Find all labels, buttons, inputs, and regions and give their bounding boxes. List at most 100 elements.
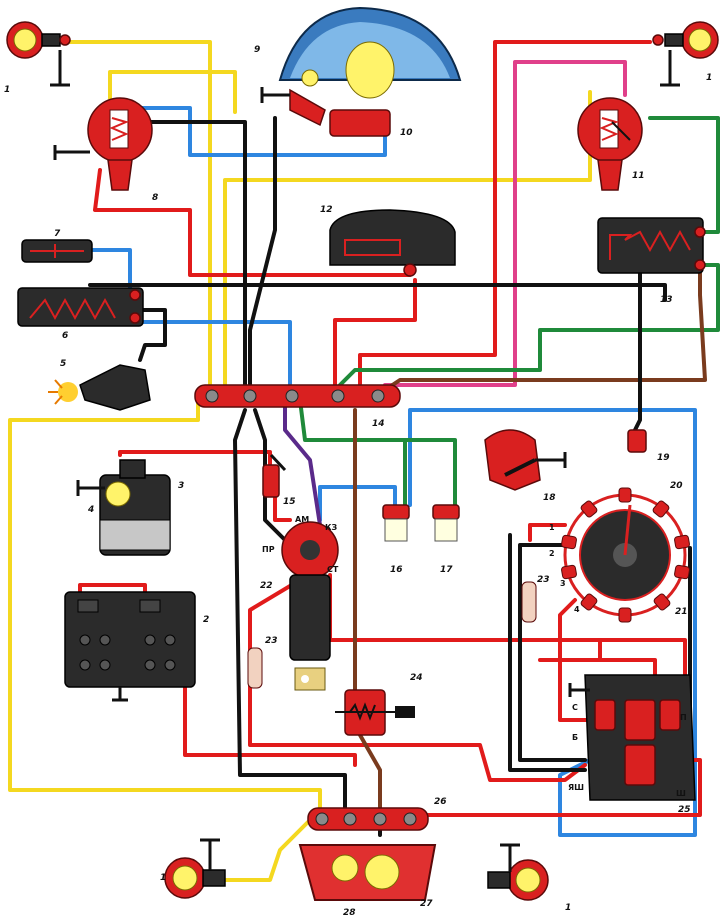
label-17: 17 bbox=[440, 565, 453, 575]
relay-24 bbox=[335, 689, 415, 736]
wire-red bbox=[538, 658, 657, 677]
wire-black bbox=[633, 268, 642, 432]
terminal-labels: АМ КЗ ПР СТ С П Б ЯШ Ш 1 2 3 4 bbox=[262, 515, 687, 798]
terminal-block-14 bbox=[194, 384, 401, 408]
terminal-kz: КЗ bbox=[325, 523, 338, 532]
indicator-lamp-16 bbox=[382, 504, 410, 542]
label-26: 26 bbox=[434, 797, 447, 807]
wire-black bbox=[138, 308, 167, 362]
label-1-bottom-right: 1 bbox=[565, 903, 571, 913]
terminal-am: АМ bbox=[295, 515, 309, 524]
label-1-top-right: 1 bbox=[706, 73, 712, 83]
tail-light-27-28 bbox=[298, 844, 437, 901]
label-1-top-left: 1 bbox=[4, 85, 10, 95]
wire-black bbox=[88, 283, 667, 302]
headlamp bbox=[260, 6, 462, 137]
label-6: 6 bbox=[62, 331, 68, 341]
label-13: 13 bbox=[660, 295, 673, 305]
terminal-st: СТ bbox=[327, 565, 339, 574]
wires bbox=[8, 40, 720, 882]
wire-yellow bbox=[108, 70, 237, 114]
wire-red bbox=[78, 583, 147, 597]
switch-18 bbox=[484, 429, 567, 491]
label-2: 2 bbox=[203, 615, 209, 625]
wire-yellow bbox=[8, 393, 322, 812]
spark-plug-5 bbox=[48, 364, 151, 411]
wire-red bbox=[183, 678, 357, 767]
label-18: 18 bbox=[543, 493, 556, 503]
terminal-sh: Ш bbox=[676, 789, 686, 798]
wire-yellow bbox=[68, 40, 212, 387]
wire-red bbox=[333, 278, 417, 397]
wire-green bbox=[358, 438, 457, 507]
wire-black bbox=[518, 543, 587, 762]
label-15: 15 bbox=[283, 497, 296, 507]
label-11: 11 bbox=[632, 171, 645, 181]
wire-red bbox=[418, 758, 702, 817]
terminal-1: 1 bbox=[549, 523, 555, 532]
label-14: 14 bbox=[372, 419, 385, 429]
wire-black bbox=[248, 116, 277, 397]
wire-yellow bbox=[223, 818, 312, 882]
wire-green bbox=[338, 263, 720, 387]
switch-8 bbox=[53, 97, 153, 191]
terminal-4: 4 bbox=[574, 605, 580, 614]
terminal-block-26 bbox=[307, 807, 429, 831]
label-1-bottom-left: 1 bbox=[160, 873, 166, 883]
label-19: 19 bbox=[657, 453, 670, 463]
distributor-20-21 bbox=[561, 487, 690, 623]
battery-2 bbox=[64, 591, 196, 702]
wire-brown bbox=[358, 733, 382, 812]
wire-red bbox=[528, 523, 567, 542]
wire-blue bbox=[318, 485, 397, 522]
element-6 bbox=[17, 287, 144, 327]
label-9: 9 bbox=[254, 45, 260, 55]
relay-12 bbox=[329, 209, 456, 277]
fuse-15 bbox=[262, 453, 287, 498]
label-10: 10 bbox=[400, 128, 413, 138]
lamp-4 bbox=[76, 480, 131, 507]
wire-red bbox=[273, 495, 292, 522]
label-23-right: 23 bbox=[537, 575, 550, 585]
label-8: 8 bbox=[152, 193, 158, 203]
label-22: 22 bbox=[260, 581, 273, 591]
wire-brown bbox=[383, 268, 707, 392]
regulator-25 bbox=[568, 674, 696, 801]
wire-purple bbox=[283, 398, 322, 527]
wire-red bbox=[558, 598, 597, 722]
turn-signal-lamp-bottom-right bbox=[487, 843, 549, 901]
terminal-3: 3 bbox=[560, 579, 566, 588]
terminal-yash: ЯШ bbox=[568, 783, 584, 792]
label-28: 28 bbox=[343, 908, 356, 918]
wire-black bbox=[118, 120, 247, 387]
indicator-lamp-17 bbox=[432, 504, 460, 542]
label-25: 25 bbox=[678, 805, 691, 815]
switch-11 bbox=[577, 97, 643, 191]
ignition-switch-22 bbox=[281, 521, 339, 691]
label-24: 24 bbox=[410, 673, 423, 683]
terminal-s: С bbox=[572, 703, 578, 712]
label-7: 7 bbox=[54, 229, 61, 239]
label-16: 16 bbox=[390, 565, 403, 575]
turn-signal-lamp-bottom-left bbox=[164, 838, 226, 899]
wire-blue bbox=[138, 320, 292, 397]
turn-signal-lamp-top-right bbox=[652, 21, 719, 87]
terminal-2: 2 bbox=[549, 549, 555, 558]
label-21: 21 bbox=[675, 607, 688, 617]
switch-19 bbox=[627, 429, 647, 453]
wire-red bbox=[248, 578, 587, 782]
fuse-23-right bbox=[521, 581, 537, 623]
label-27: 27 bbox=[420, 899, 433, 909]
fuse-23-left bbox=[247, 647, 263, 689]
component-labels: 1 1 1 1 2 3 4 5 6 7 8 9 10 11 12 13 14 1… bbox=[4, 45, 712, 918]
label-23-left: 23 bbox=[265, 636, 278, 646]
wire-black bbox=[233, 408, 347, 812]
wire-blue bbox=[408, 408, 697, 837]
resistor-7 bbox=[21, 239, 93, 263]
coil-unit-13 bbox=[597, 217, 706, 274]
terminal-pr: ПР bbox=[262, 545, 275, 554]
wire-green bbox=[648, 116, 720, 234]
label-4: 4 bbox=[87, 505, 94, 515]
